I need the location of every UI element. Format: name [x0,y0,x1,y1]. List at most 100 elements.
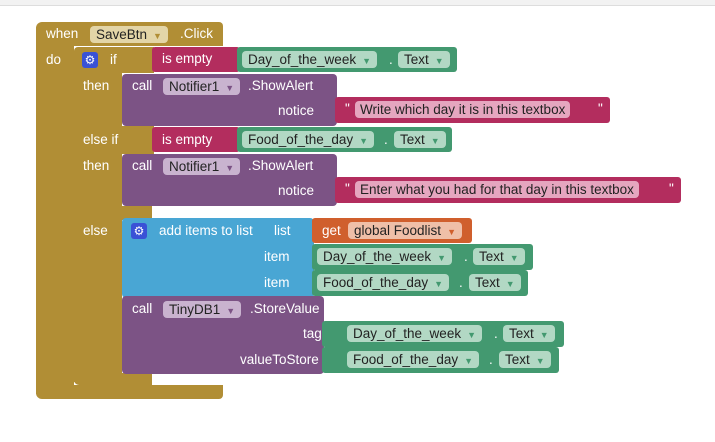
dropdown-arrow-icon: ▼ [225,163,235,173]
component-getter-block[interactable]: Day_of_the_week▼ . Text ▼ [322,321,564,347]
text-string-block[interactable]: " Write which day it is in this textbox … [335,97,610,123]
add-items-to-list-block[interactable]: ⚙ add items to list list item item [122,218,314,298]
component-getter-block[interactable]: Food_of_the_day ▼ . Text ▼ [312,270,528,296]
value-socket-label: valueToStore [240,352,319,367]
event-body [36,44,74,394]
property-name: Text [509,326,534,341]
event-footer [36,385,223,399]
component-getter-block[interactable]: Day_of_the_week ▼ . Text ▼ [237,47,457,72]
if-body [74,72,122,382]
component-name: Notifier1 [169,79,220,94]
string-field[interactable]: Write which day it is in this textbox [355,101,571,118]
dropdown-arrow-icon: ▼ [359,136,369,146]
component-dropdown[interactable]: Notifier1 ▼ [163,78,241,95]
gear-icon[interactable]: ⚙ [131,223,147,239]
dropdown-arrow-icon: ▼ [430,136,440,146]
else-row [74,206,152,220]
method-name: .ShowAlert [248,158,314,173]
workspace-top-border [0,0,715,6]
property-dropdown[interactable]: Text ▼ [499,351,551,368]
property-dropdown[interactable]: Text▼ [394,131,446,148]
component-dropdown[interactable]: Food_of_the_day ▼ [242,131,375,148]
item-socket-label: item [264,275,290,290]
arg-label: notice [278,103,315,118]
component-dropdown[interactable]: Food_of_the_day ▼ [317,274,450,291]
tinydb-storevalue-block[interactable]: call TinyDB1 ▼ .StoreValue tag valueToSto… [122,296,324,374]
string-field[interactable]: Enter what you had for that day in this … [355,181,639,198]
component-getter-block[interactable]: Food_of_the_day ▼ . Text▼ [237,127,452,152]
component-name: Day_of_the_week [353,326,462,341]
property-dropdown[interactable]: Text ▼ [503,325,555,342]
get-label: get [322,223,341,238]
component-name: Food_of_the_day [353,352,459,367]
is-empty-block[interactable]: is empty [152,47,240,72]
gear-icon[interactable]: ⚙ [82,52,98,68]
quote-mark: " [345,101,350,116]
dropdown-arrow-icon: ▼ [464,356,474,366]
component-name: TinyDB1 [169,302,221,317]
component-name: Food_of_the_day [248,132,354,147]
component-name: SaveBtn [96,27,148,42]
call-label: call [132,78,153,93]
dropdown-arrow-icon: ▼ [226,306,236,316]
component-getter-block[interactable]: Day_of_the_week▼ . Text▼ [312,244,533,270]
method-name: .ShowAlert [248,78,314,93]
dropdown-arrow-icon: ▼ [434,279,444,289]
arg-label: notice [278,183,315,198]
then-label: then [83,78,110,93]
component-name: Notifier1 [169,159,220,174]
call-label: call [132,301,153,316]
dot-separator: . [459,275,463,290]
dropdown-arrow-icon: ▼ [447,227,456,237]
dropdown-arrow-icon: ▼ [535,356,545,366]
dot-separator: . [494,326,498,341]
text-string-block[interactable]: " Enter what you had for that day in thi… [335,177,681,203]
tag-socket-label: tag [303,326,322,341]
list-socket-label: list [274,223,291,238]
block-label: add items to list [159,223,253,238]
variable-dropdown[interactable]: global Foodlist ▼ [348,222,462,239]
component-name: Food_of_the_day [323,275,429,290]
dropdown-arrow-icon: ▼ [437,253,446,263]
if-label: if [110,52,117,67]
get-variable-block[interactable]: get global Foodlist ▼ [312,218,472,243]
property-name: Text [475,275,500,290]
dropdown-arrow-icon: ▼ [225,83,235,93]
dropdown-arrow-icon: ▼ [362,56,371,66]
else-if-label: else if [83,132,119,147]
dropdown-arrow-icon: ▼ [539,330,549,340]
component-dropdown[interactable]: Food_of_the_day ▼ [347,351,480,368]
call-label: call [132,158,153,173]
elseif-row [74,126,154,154]
is-empty-label: is empty [162,132,213,147]
component-dropdown[interactable]: SaveBtn ▼ [90,26,168,43]
component-name: Day_of_the_week [248,52,357,67]
notifier-showalert-block[interactable]: call Notifier1 ▼ .ShowAlert notice [122,74,337,126]
component-dropdown[interactable]: Day_of_the_week▼ [317,248,452,265]
property-name: Text [479,249,504,264]
is-empty-block[interactable]: is empty [152,127,240,152]
property-name: Text [505,352,530,367]
do-label: do [46,52,62,67]
component-getter-block[interactable]: Food_of_the_day▼ . Text▼ [322,347,559,373]
property-dropdown[interactable]: Text ▼ [398,51,450,68]
component-dropdown[interactable]: Notifier1 ▼ [163,158,241,175]
component-dropdown[interactable]: Day_of_the_week▼ [347,325,482,342]
item-socket-label: item [264,249,290,264]
when-label: when [46,26,79,41]
property-dropdown[interactable]: Text▼ [473,248,525,265]
dot-separator: . [384,132,388,147]
else-label: else [83,223,108,238]
then-label: then [83,158,110,173]
variable-name: global Foodlist [354,223,442,238]
property-dropdown[interactable]: Text ▼ [469,274,521,291]
dropdown-arrow-icon: ▼ [153,31,162,41]
dot-separator: . [389,52,393,67]
component-dropdown[interactable]: Day_of_the_week ▼ [242,51,377,68]
notifier-showalert-block[interactable]: call Notifier1 ▼ .ShowAlert notice [122,154,337,206]
dropdown-arrow-icon: ▼ [434,56,444,66]
component-dropdown[interactable]: TinyDB1 ▼ [163,301,242,318]
property-name: Text [404,52,429,67]
dropdown-arrow-icon: ▼ [505,279,515,289]
method-name: .StoreValue [250,301,320,316]
